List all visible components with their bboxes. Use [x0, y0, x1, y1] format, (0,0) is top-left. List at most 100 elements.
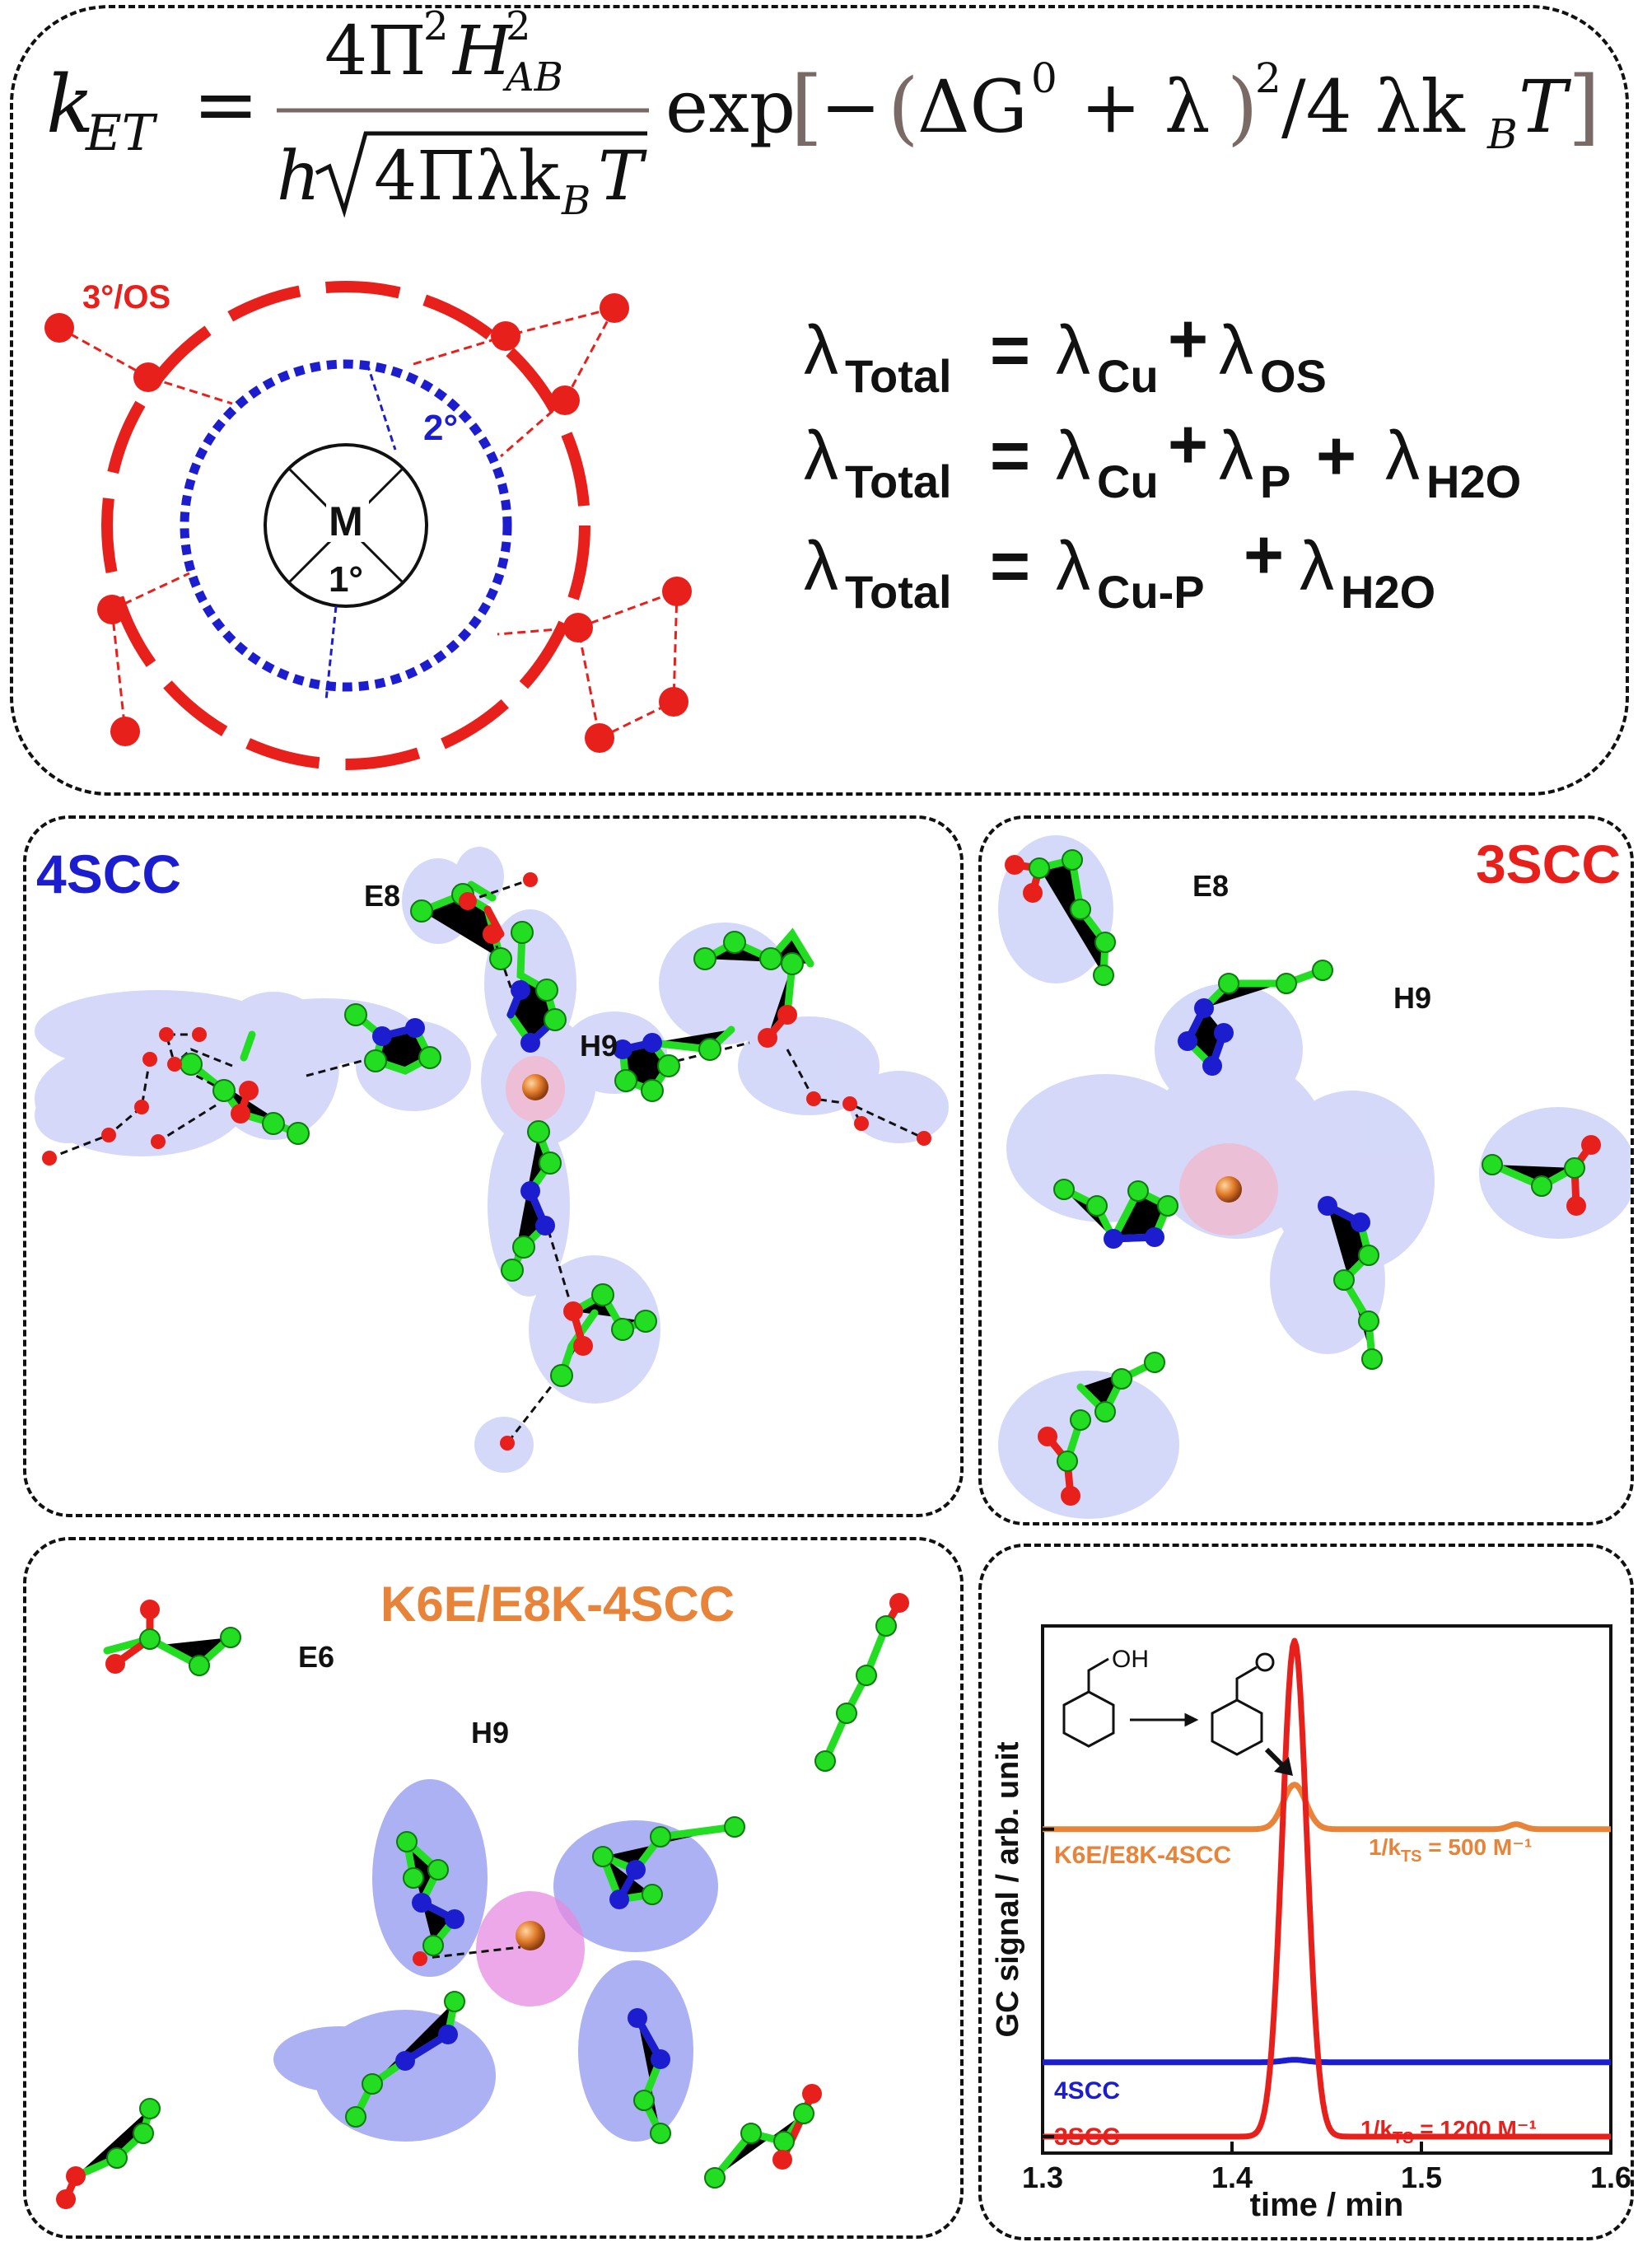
nitrogen-atoms [1104, 998, 1370, 1249]
benzaldehyde-ring [1211, 1698, 1263, 1756]
oxygen-atoms [56, 1593, 909, 2209]
residue-label-e8: E8 [364, 879, 400, 913]
svg-text:H2O: H2O [1341, 566, 1435, 618]
metal-label-bg [326, 498, 369, 542]
panel-4scc: 4SCC E8 H9 [23, 815, 964, 1517]
eq-exp-minus: − [820, 64, 881, 149]
x-tick-label: 1.4 [1211, 2161, 1253, 2194]
eq-exp-plus-lambda: + λ [1080, 64, 1210, 149]
density-mesh [998, 835, 1631, 1519]
middle-label: 2° [423, 408, 458, 448]
center-label: M [329, 498, 363, 544]
product-pointer-head [1274, 1757, 1293, 1776]
marcus-equation: k ET = 4Π 2 H 2 AB h 4Πλk B T exp [ − ( … [46, 8, 1600, 224]
panel-3scc: 3SCC E8 H9 [978, 815, 1634, 1525]
residue-label-e8: E8 [1192, 869, 1229, 903]
svg-text:Cu-P: Cu-P [1097, 566, 1205, 618]
lambda-eq-2: λ Total = λ Cu + λ P + λ H2O [804, 405, 1521, 507]
eq-exp-kb-sub: B [1486, 110, 1518, 158]
equation-panel: k ET = 4Π 2 H 2 AB h 4Πλk B T exp [ − ( … [10, 5, 1629, 796]
series-line-k6e-e8k-4scc [1041, 1782, 1612, 1833]
residue-label-h9: H9 [580, 1029, 618, 1063]
svg-text:λ: λ [1219, 311, 1253, 389]
lambda-eq-3: λ Total = λ Cu-P + λ H2O [804, 516, 1435, 618]
svg-text:λ: λ [1056, 417, 1090, 494]
eq-exp-paren-open: ( [888, 62, 918, 154]
eq-exp-paren-close: ) [1227, 62, 1258, 154]
svg-text:OS: OS [1260, 350, 1327, 402]
svg-text:λ: λ [804, 527, 838, 605]
eq-exp-dg-sup: 0 [1031, 54, 1057, 102]
svg-text:λ: λ [1300, 527, 1334, 605]
equation-svg: k ET = 4Π 2 H 2 AB h 4Πλk B T exp [ − ( … [44, 8, 1600, 770]
y-axis-label: GC signal / arb. unit [991, 1741, 1025, 2037]
svg-text:λ: λ [1056, 311, 1090, 389]
copper-atom [516, 1921, 545, 1950]
svg-text:Total: Total [845, 350, 952, 402]
svg-text:λ: λ [804, 311, 838, 389]
svg-text:λ: λ [1219, 417, 1253, 494]
nitrogen-atoms [395, 1860, 670, 2071]
oxygen-atoms [42, 872, 931, 1451]
lambda-equations: λ Total = λ Cu + λ OS λ Total = λ Cu + λ… [804, 300, 1521, 618]
structure-3scc: 3SCC E8 H9 [998, 834, 1631, 1519]
svg-text:+: + [1168, 405, 1208, 483]
svg-text:+: + [1244, 516, 1284, 593]
x-tick-label: 1.3 [1022, 2161, 1063, 2194]
eq-exp-bracket-open: [ [791, 58, 823, 155]
svg-text:+: + [1316, 417, 1356, 494]
eq-num-sq: 2 [423, 8, 449, 49]
svg-text:Total: Total [845, 455, 952, 507]
svg-text:λ: λ [1056, 527, 1090, 605]
svg-text:=: = [990, 311, 1030, 389]
svg-text:P: P [1260, 455, 1290, 507]
inner-label: 1° [329, 559, 363, 600]
carbon-atoms [1029, 849, 1585, 1472]
annotation-3scc: 1/kTS = 1200 M⁻¹ [1360, 2116, 1537, 2147]
scheme-oh-label: OH [1112, 1646, 1149, 1673]
x-tick-label: 1.5 [1401, 2161, 1442, 2194]
panel-title-k6e-e8k-4scc: K6E/E8K-4SCC [380, 1577, 735, 1632]
eq-exp-bracket-close: ] [1568, 58, 1600, 155]
svg-text:λ: λ [804, 417, 838, 494]
annotation-k6e: 1/kTS = 500 M⁻¹ [1369, 1834, 1532, 1866]
eq-sqrt-sign [315, 131, 647, 218]
benzaldehyde-oxygen [1255, 1652, 1275, 1672]
secondary-shell-ring [180, 359, 512, 692]
reaction-scheme [1062, 1652, 1293, 1776]
panel-title-4scc: 4SCC [36, 843, 181, 904]
residue-label-e6: E6 [298, 1640, 334, 1674]
series-label-4scc: 4SCC [1054, 2077, 1120, 2105]
series-group [1041, 1637, 1612, 2140]
eq-den-root-sub: B [561, 178, 590, 224]
svg-text:+: + [1168, 300, 1208, 377]
svg-text:=: = [990, 417, 1030, 494]
svg-text:Total: Total [845, 566, 952, 618]
eq-num-h-sup: 2 [506, 8, 531, 49]
svg-text:Cu: Cu [1097, 350, 1159, 402]
secondary-radius-line [366, 363, 397, 451]
benzaldehyde-cho [1235, 1665, 1258, 1700]
eq-num-h: H [451, 12, 513, 91]
eq-exp-dg: ΔG [917, 64, 1028, 149]
svg-text:λ: λ [1385, 417, 1420, 494]
structure-4scc: 4SCC E8 H9 [35, 843, 949, 1473]
oxygen-atoms [1005, 855, 1601, 1506]
nitrogen-atoms [372, 980, 662, 1236]
x-axis-label: time / min [1250, 2187, 1404, 2223]
svg-text:=: = [990, 527, 1030, 605]
carbon-atoms [180, 883, 804, 1387]
water-atoms [44, 293, 692, 753]
outer-label: 3°/OS [82, 279, 170, 315]
eq-exp-T: T [1519, 64, 1572, 149]
hydrogen-bonds [419, 1946, 521, 1960]
secondary-radius-line [324, 605, 338, 701]
series-label-k6e-e8k-4scc: K6E/E8K-4SCC [1054, 1842, 1231, 1869]
eq-lhs-sub: ET [85, 105, 158, 162]
benzyl-alcohol-ch2oh [1087, 1657, 1109, 1692]
eq-exp-word: exp [665, 64, 796, 149]
residue-label-h9: H9 [471, 1716, 509, 1749]
